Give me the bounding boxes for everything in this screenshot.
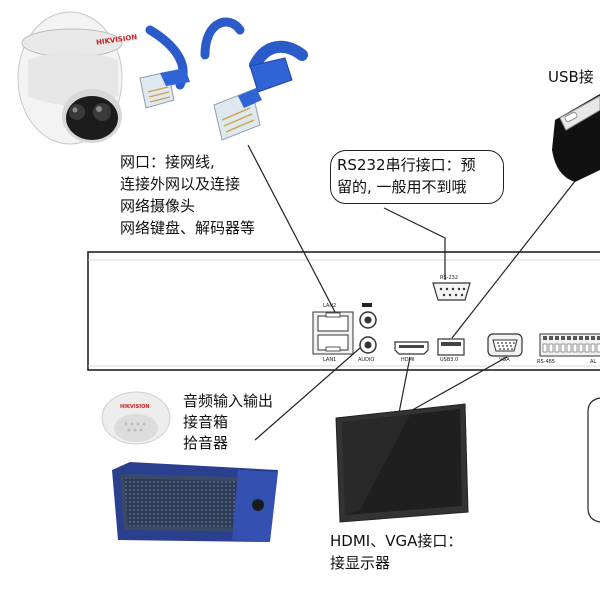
port-label-rs232: RS-232 xyxy=(440,275,458,281)
usb-drive-illustration xyxy=(552,94,600,182)
rs232-callout-bubble: RS232串行接口：预 留的, 一般用不到哦 xyxy=(330,150,504,204)
port-label-rs485: RS-485 xyxy=(537,359,555,365)
port-label-alarm: AL xyxy=(590,359,597,365)
port-label-usb: USB3.0 xyxy=(440,357,459,363)
port-label-lan2: LAN2 xyxy=(323,303,337,309)
vga-connector-line xyxy=(397,356,508,419)
port-label-audio: AUDIO xyxy=(358,357,375,363)
terminal-block xyxy=(539,333,600,357)
usb-port xyxy=(437,338,465,356)
audio-jacks xyxy=(359,303,377,354)
hdmi-connector-line xyxy=(397,356,411,419)
lan-callout-line-2: 连接外网以及连接 xyxy=(120,175,241,193)
display-callout-line-2: 接显示器 xyxy=(330,554,391,572)
lan-callout-line-3: 网络摄像头 xyxy=(120,197,196,215)
port-label-hdmi: HDMI xyxy=(401,357,415,363)
port-label-lan1: LAN1 xyxy=(323,357,337,363)
lan-ports xyxy=(312,311,354,355)
speaker-illustration xyxy=(112,462,278,542)
audio-connector-line xyxy=(254,347,361,441)
connector-lines xyxy=(247,144,591,441)
rs232-callout-line-1: RS232串行接口：预 xyxy=(337,156,476,174)
lan-callout-line-1: 网口：接网线, xyxy=(120,153,215,171)
pickup-microphone-illustration xyxy=(101,391,171,445)
dome-camera-illustration xyxy=(17,11,123,145)
hdmi-port xyxy=(394,341,429,355)
vga-port xyxy=(487,333,523,357)
monitor-illustration xyxy=(335,403,469,523)
audio-callout-line-2: 接音箱 xyxy=(183,413,229,431)
network-cable-illustration xyxy=(139,17,308,141)
audio-callout-line-3: 拾音器 xyxy=(183,434,229,452)
usb-callout-text: USB接 xyxy=(548,68,594,86)
audio-callout-line-1: 音频输入输出 xyxy=(183,392,274,410)
rs232-port xyxy=(432,282,471,301)
lan-callout-line-4: 网络键盘、解码器等 xyxy=(120,219,256,237)
port-label-vga: VGA xyxy=(499,357,510,363)
display-callout-line-1: HDMI、VGA接口： xyxy=(330,532,463,550)
partial-device-right xyxy=(587,397,600,523)
usb-connector-line xyxy=(451,161,591,339)
rs232-callout-line-2: 留的, 一般用不到哦 xyxy=(337,178,467,196)
pickup-brand-label: HIKVISION xyxy=(120,404,150,410)
lan-connector-line xyxy=(247,144,336,313)
rs232-connector-line xyxy=(383,207,446,280)
